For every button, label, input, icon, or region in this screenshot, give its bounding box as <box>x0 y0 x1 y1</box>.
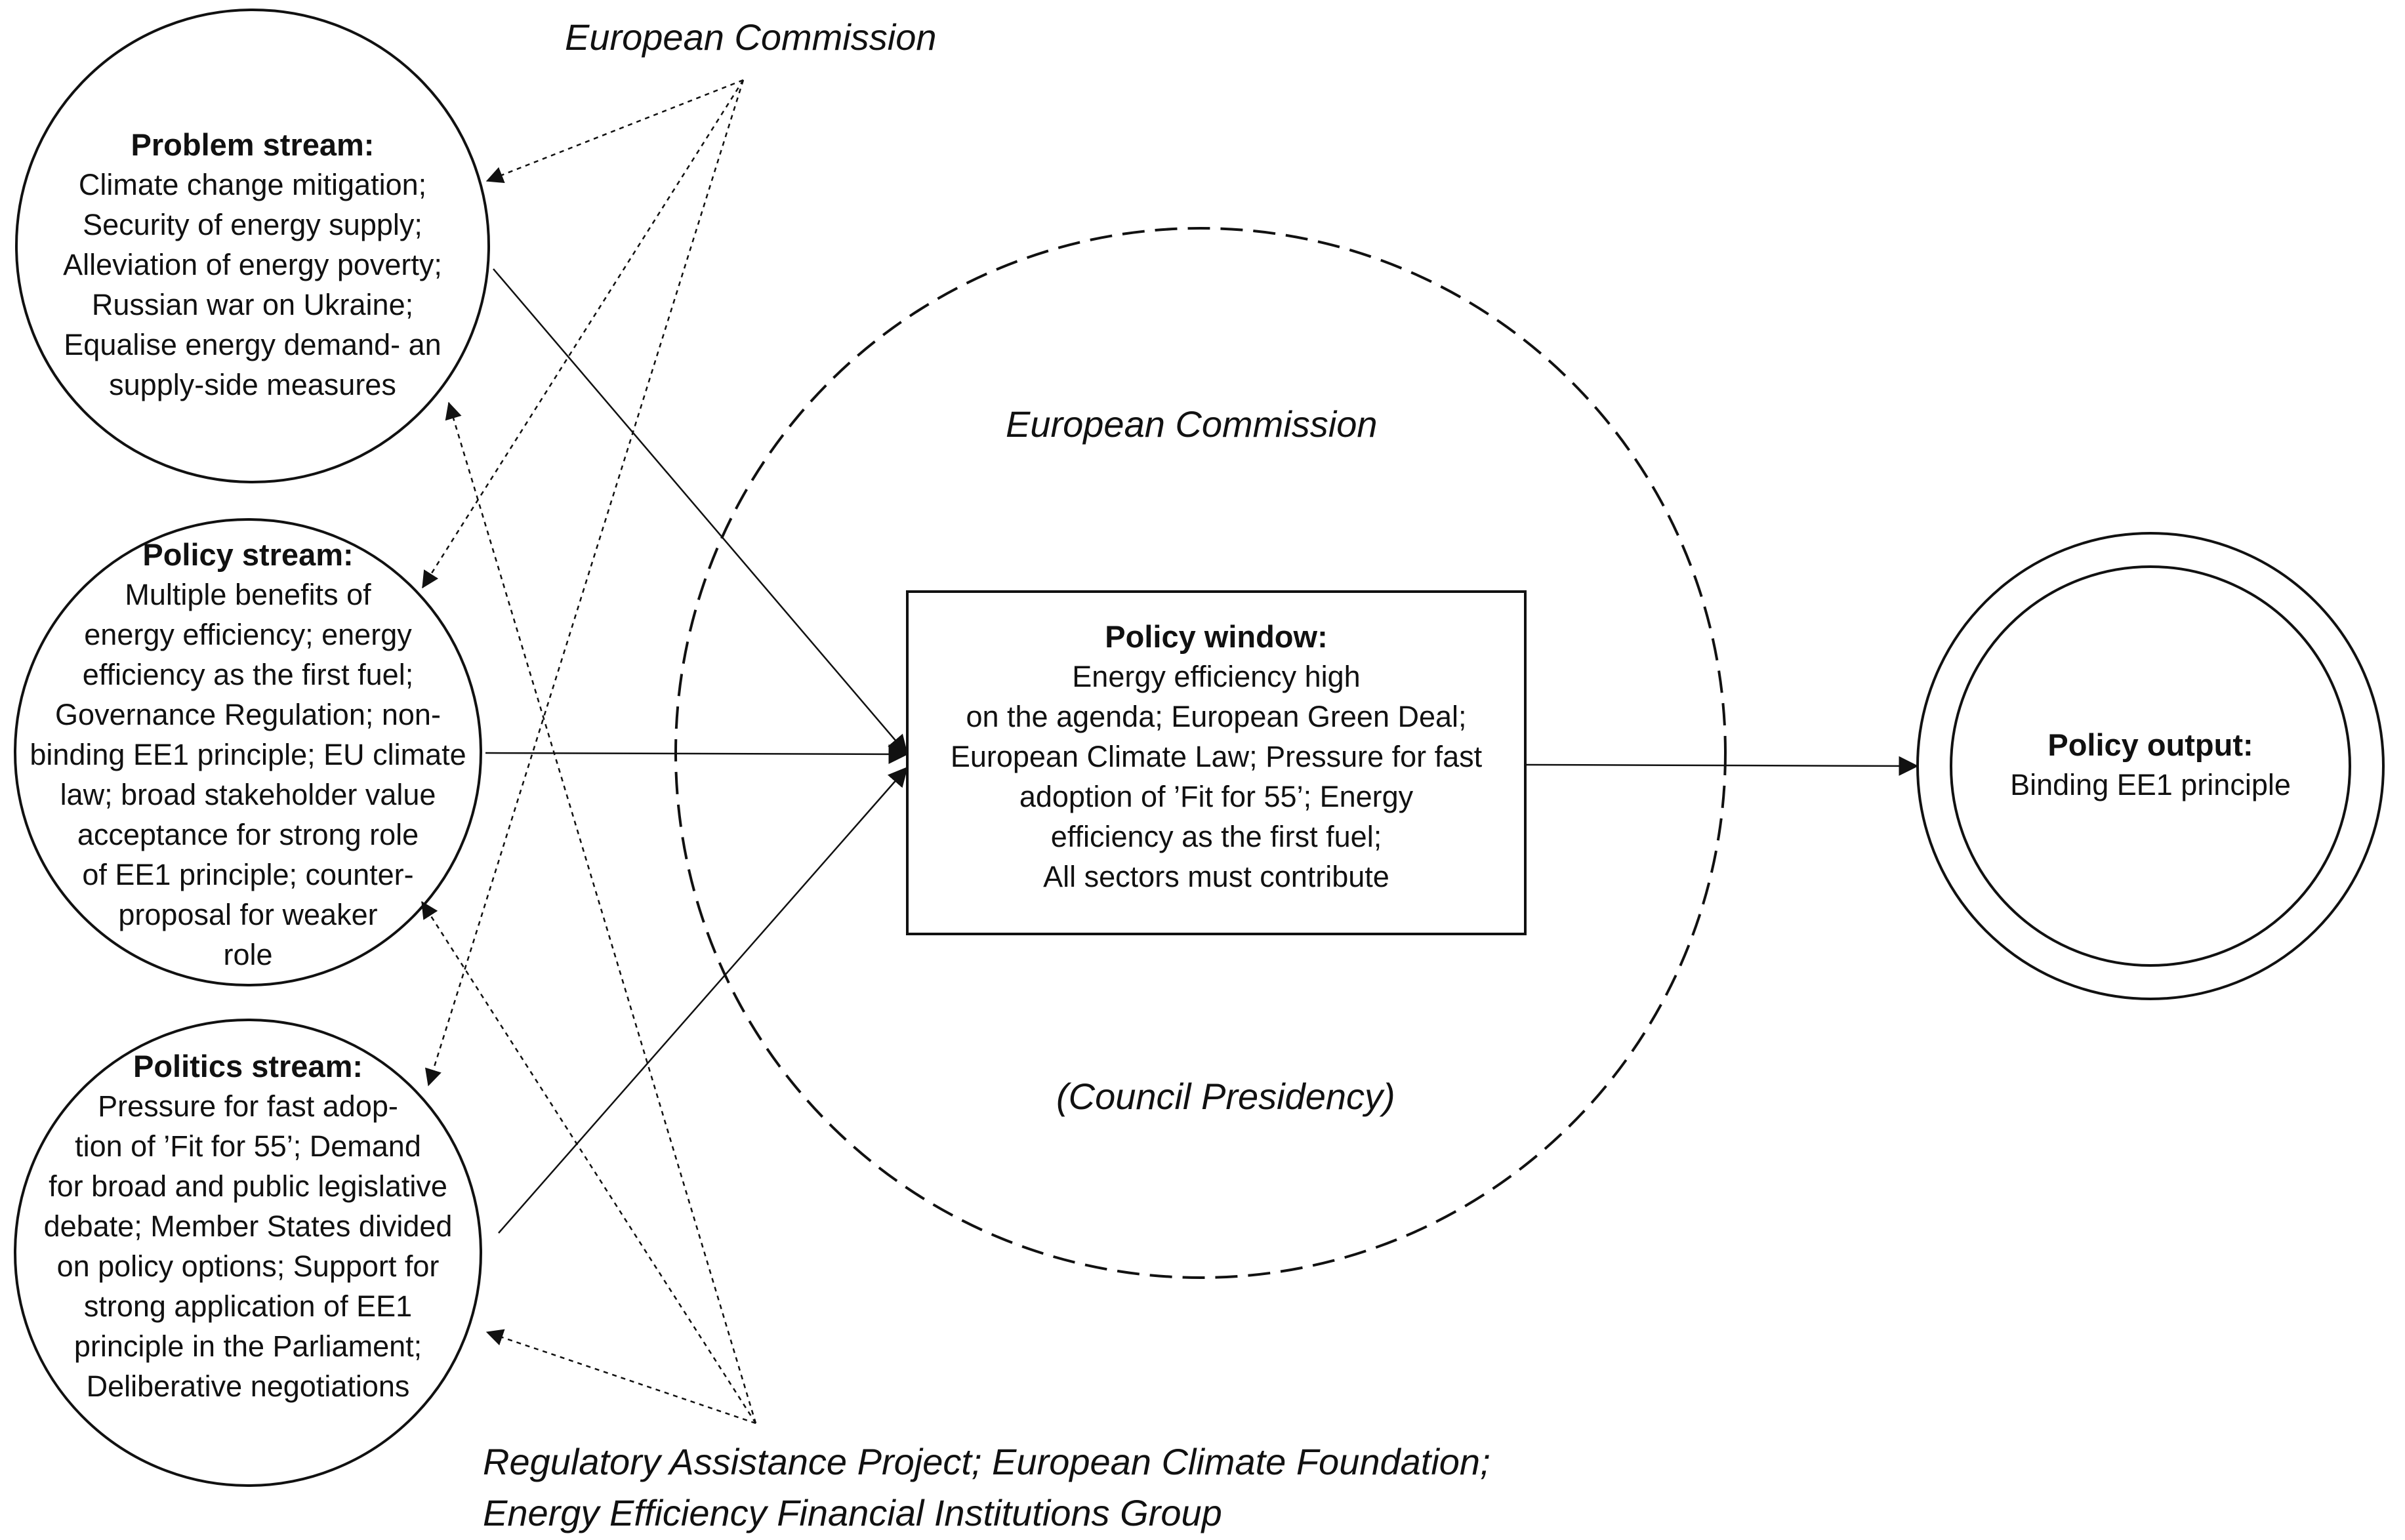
problem-stream-body: Climate change mitigation; Security of e… <box>63 168 442 401</box>
politics-stream-text: Politics stream: Pressure for fast adop-… <box>18 1046 478 1406</box>
dashed-arrow-actors-to-problem <box>445 401 757 1424</box>
top-actor-label: European Commission <box>565 16 937 58</box>
policy-output-text: Policy output: Binding EE1 principle <box>1986 725 2314 805</box>
policy-window-body: Energy efficiency high on the agenda; Eu… <box>950 660 1483 893</box>
policy-window-text: Policy window: Energy efficiency high on… <box>914 617 1519 897</box>
politics-stream-circle <box>14 1019 482 1487</box>
policy-output-body: Binding EE1 principle <box>2010 768 2291 801</box>
policy-output-inner-circle <box>1950 565 2351 967</box>
policy-stream-circle <box>14 518 482 986</box>
dashed-arrow-commission-to-policy <box>421 79 745 589</box>
policy-output-title: Policy output: <box>2047 727 2253 762</box>
problem-stream-text: Problem stream: Climate change mitigatio… <box>30 125 476 405</box>
policy-window-box <box>906 590 1527 935</box>
arrow-window-to-output <box>1525 756 1919 776</box>
policy-stream-body: Multiple benefits of energy efficiency; … <box>30 578 466 971</box>
politics-stream-title: Politics stream: <box>133 1049 363 1084</box>
bottom-actors-label: Regulatory Assistance Project; European … <box>483 1441 1490 1533</box>
arrow-problem-to-window <box>493 268 908 756</box>
arrow-politics-to-window <box>498 766 908 1234</box>
dashed-arrow-commission-to-problem <box>485 79 744 184</box>
dashed-arrow-actors-to-policy <box>421 901 757 1424</box>
problem-stream-circle <box>15 9 490 483</box>
policy-stream-title: Policy stream: <box>142 537 354 572</box>
problem-stream-title: Problem stream: <box>131 127 375 162</box>
policy-window-title: Policy window: <box>1105 619 1328 654</box>
center-actor-label: European Commission <box>1006 403 1378 445</box>
dashed-arrow-actors-to-politics <box>485 1329 756 1425</box>
council-presidency-label: (Council Presidency) <box>1056 1076 1395 1117</box>
dashed-arrow-commission-to-politics <box>424 79 745 1087</box>
arrow-policy-to-window <box>485 744 909 764</box>
policy-stream-text: Policy stream: Multiple benefits of ener… <box>18 535 478 975</box>
politics-stream-body: Pressure for fast adop- tion of ’Fit for… <box>43 1089 453 1403</box>
